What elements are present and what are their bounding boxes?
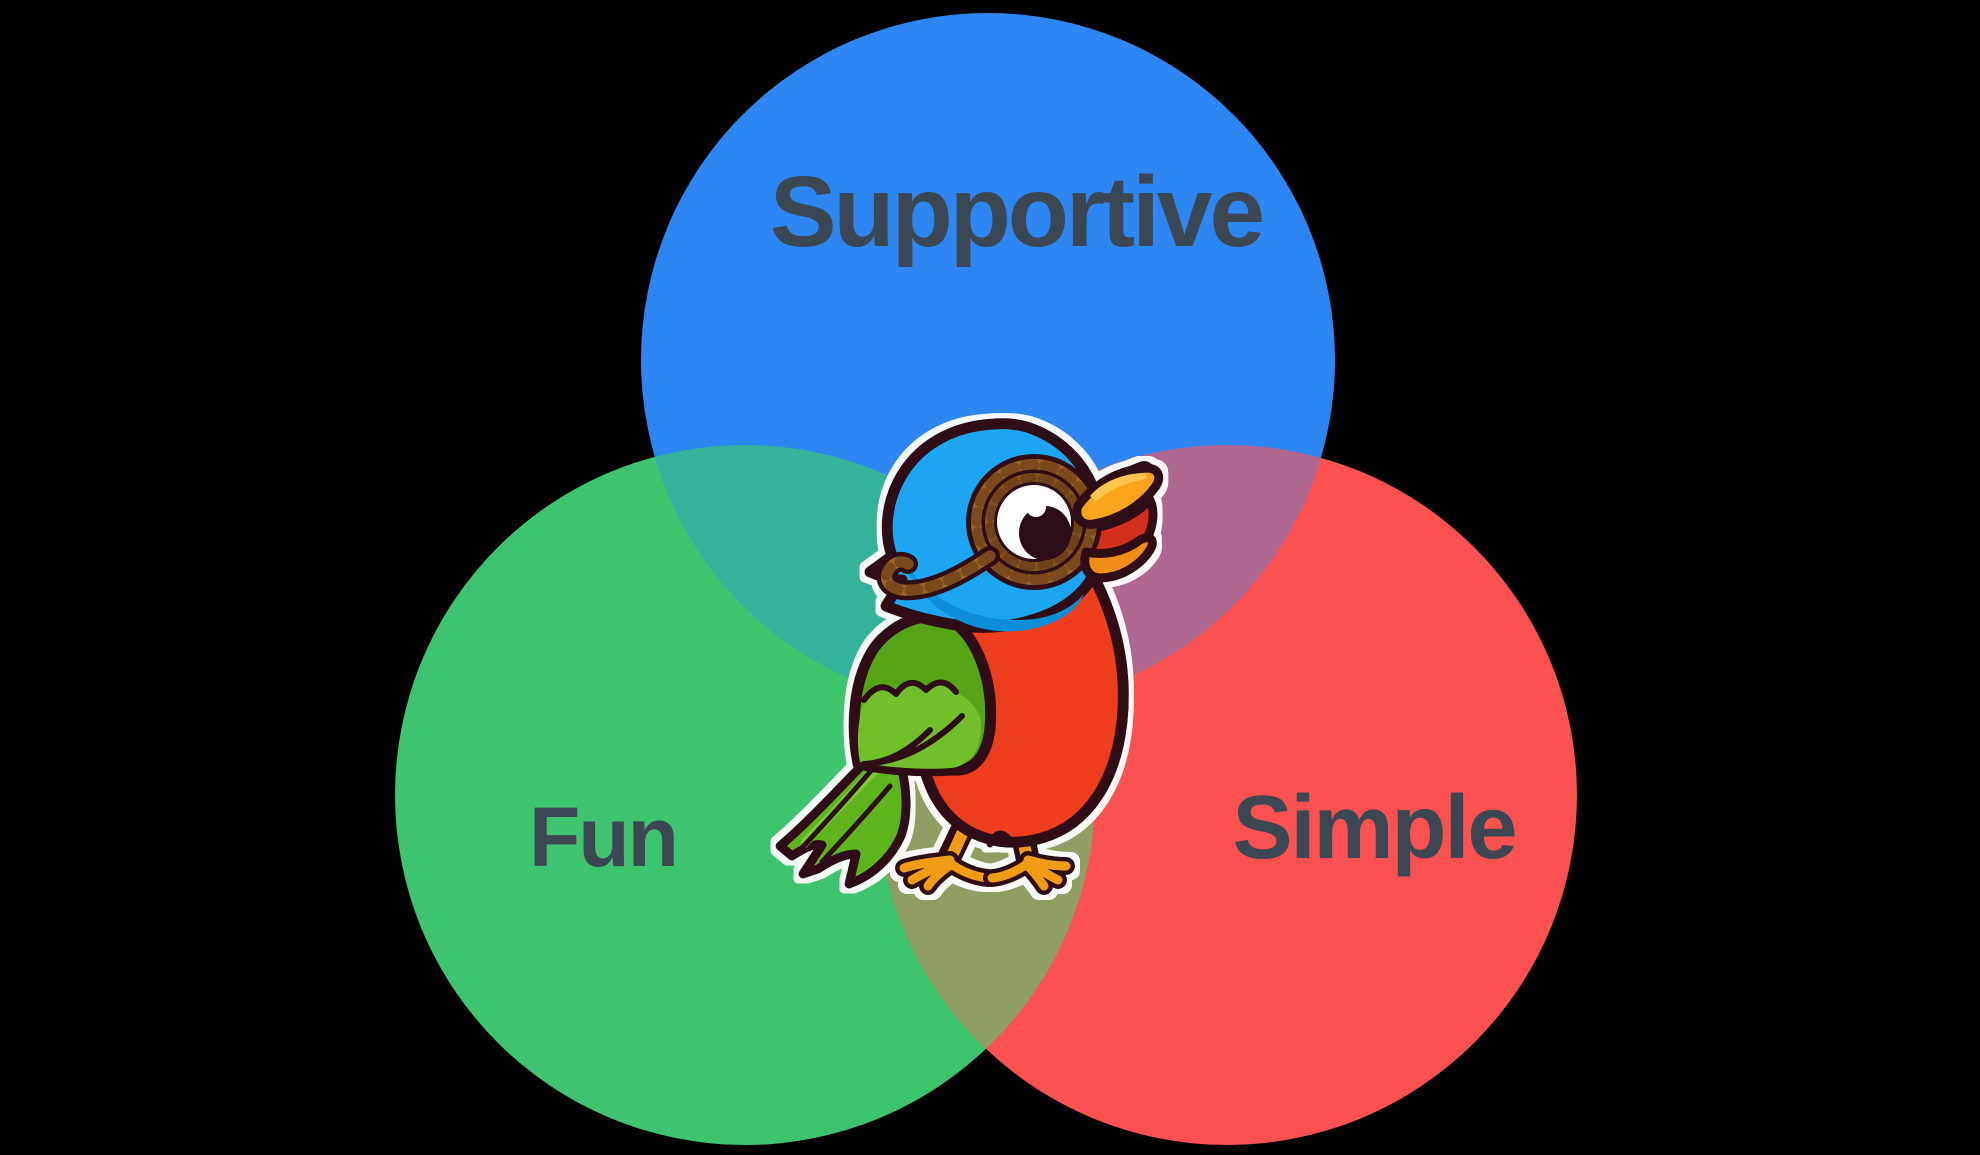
bird-mascot xyxy=(775,418,1164,895)
bird-foot-right-toes xyxy=(987,855,1071,891)
bird-wing-scallop xyxy=(857,682,981,769)
bird-pupil xyxy=(1019,506,1071,560)
goggle-strap-left xyxy=(876,546,1000,601)
bird-belly-notch xyxy=(986,830,1016,848)
bird-beak-upper xyxy=(1072,463,1164,529)
label-fun: Fun xyxy=(529,790,677,884)
bird-foot-left-toes xyxy=(899,855,993,891)
bird-wing-feather-lines xyxy=(861,713,965,767)
bird-wing-scallop-lines xyxy=(861,679,959,703)
bird-foot-left xyxy=(895,851,997,895)
bird-beak-lower xyxy=(1080,533,1157,583)
goggle-strap-left-texture xyxy=(881,550,996,596)
bird-foot-right xyxy=(983,851,1075,895)
label-simple: Simple xyxy=(1232,778,1515,878)
bird-neck-shadow xyxy=(900,554,1084,632)
bird-beak-upper-highlight xyxy=(1090,473,1147,502)
label-supportive: Supportive xyxy=(770,156,1263,268)
bird-eye-highlight xyxy=(1026,497,1046,517)
